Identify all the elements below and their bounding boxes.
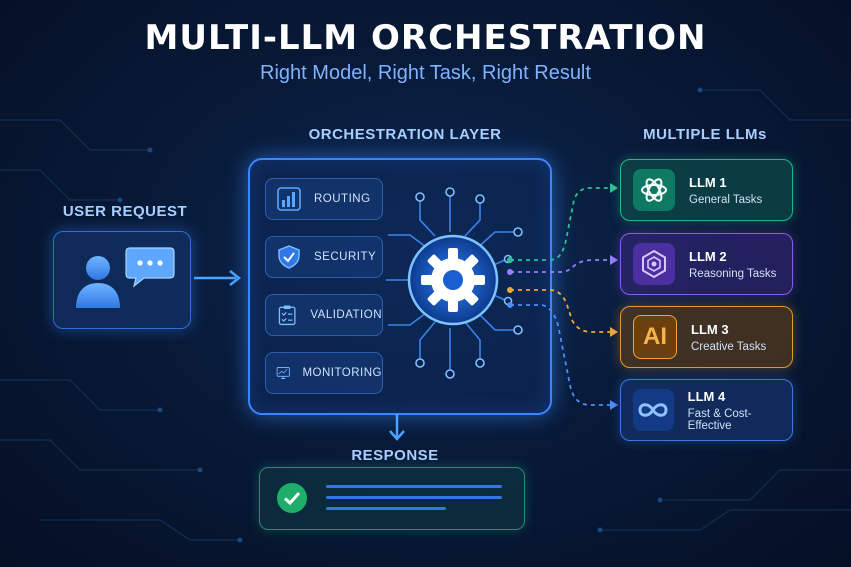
llm-4-name: LLM 4 [687,388,726,404]
response-line [326,485,502,488]
multiple-llms-label: MULTIPLE LLMs [643,126,767,143]
llm-1-desc: General Tasks [689,193,763,206]
arrow-down-icon [389,414,405,441]
llm-1-name: LLM 1 [689,174,727,190]
monitor-chart-icon [276,367,290,379]
shield-icon [278,245,300,269]
response-box [259,467,525,530]
routing-label: ROUTING [314,193,371,205]
chat-bubble-icon [125,247,175,288]
page-subtitle: Right Model, Right Task, Right Result [260,62,591,84]
hexagon-icon [633,243,675,285]
gear-icon [407,234,499,326]
llm-connectors [507,183,618,410]
llm-3-name: LLM 3 [691,321,729,337]
response-line [326,496,502,499]
llm-card-3: AI LLM 3 Creative Tasks [620,306,793,368]
security-label: SECURITY [314,251,377,263]
user-request-box [53,231,191,329]
llm-3-desc: Creative Tasks [691,340,767,353]
page-title: MULTI-LLM ORCHESTRATION [144,18,707,58]
monitoring-item: MONITORING [265,352,383,394]
knot-icon [633,169,675,211]
llm-2-name: LLM 2 [689,248,727,264]
llm-2-desc: Reasoning Tasks [689,267,777,280]
infinity-icon [633,389,674,431]
ai-text-icon: AI [633,315,677,359]
llm-card-4: LLM 4 Fast & Cost-Effective [620,379,793,441]
llm-card-2: LLM 2 Reasoning Tasks [620,233,793,295]
monitoring-label: MONITORING [302,367,382,379]
validation-label: VALIDATION [310,309,382,321]
arrow-right-icon [194,270,242,286]
validation-item: VALIDATION [265,294,383,336]
user-icon [76,256,120,308]
orchestration-layer-label: ORCHESTRATION LAYER [308,126,502,143]
llm-card-1: LLM 1 General Tasks [620,159,793,221]
llm-4-desc: Fast & Cost-Effective [687,407,752,432]
user-request-label: USER REQUEST [62,203,188,220]
check-circle-icon [277,483,307,513]
clipboard-check-icon [278,305,296,326]
response-label: RESPONSE [351,447,439,464]
routing-item: ROUTING [265,178,383,220]
bar-chart-icon [277,187,301,211]
security-item: SECURITY [265,236,383,278]
response-line [326,507,446,510]
